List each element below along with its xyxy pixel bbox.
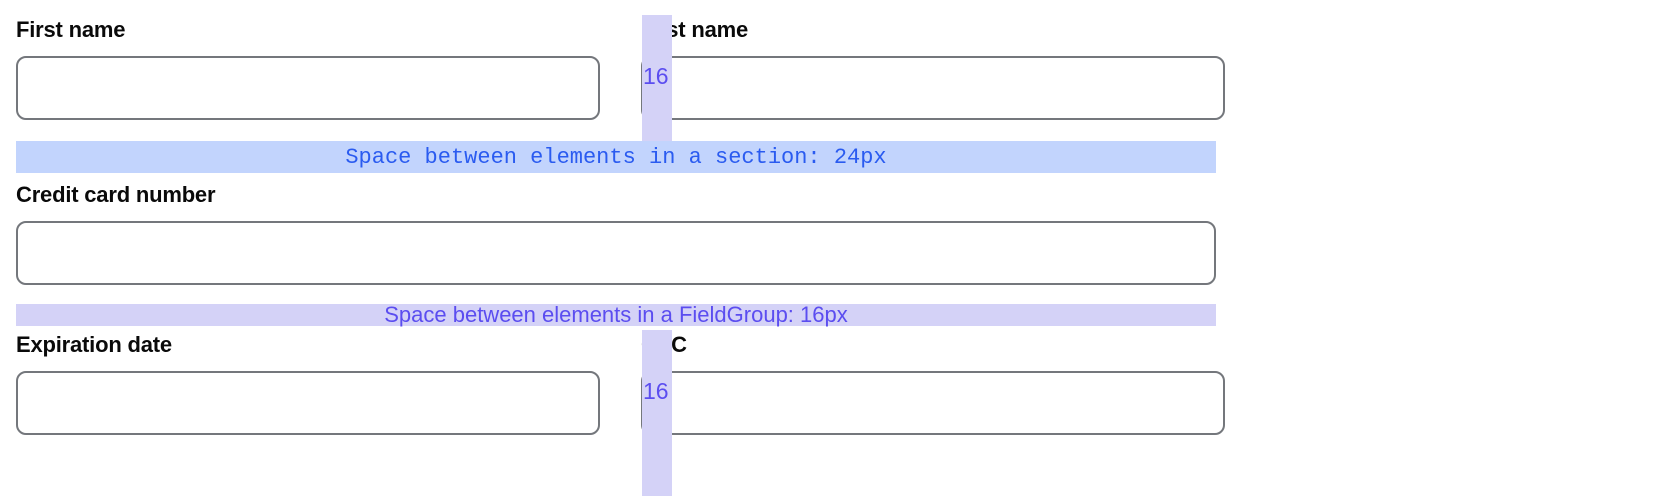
field-cvc: CVC — [638, 331, 1262, 435]
input-last-name[interactable] — [641, 56, 1225, 120]
field-label-cvc: CVC — [641, 331, 1262, 359]
input-cvc[interactable] — [641, 371, 1225, 435]
gap-column-expiry-cvc-row: 16 — [642, 330, 672, 496]
gap-column-expiry-cvc-row-value: 16 — [643, 378, 669, 404]
name-row: First name Last name — [0, 16, 1296, 120]
annotation-band-section-gap-text: Space between elements in a section: 24p… — [345, 144, 887, 170]
annotation-band-fieldgroup-gap-text: Space between elements in a FieldGroup: … — [384, 302, 848, 327]
credit-card-row: Credit card number — [0, 181, 1296, 285]
expiry-cvc-row: Expiration date CVC — [0, 331, 1296, 435]
input-expiration-date[interactable] — [16, 371, 600, 435]
gap-column-name-row-value: 16 — [643, 63, 669, 89]
field-label-last-name: Last name — [641, 17, 749, 42]
field-expiration-date: Expiration date — [0, 331, 638, 435]
field-label-first-name: First name — [16, 17, 126, 42]
input-credit-card-number[interactable] — [16, 221, 1216, 285]
input-first-name[interactable] — [16, 56, 600, 120]
annotation-band-fieldgroup-gap: Space between elements in a FieldGroup: … — [16, 302, 1216, 327]
field-label-credit-card-number: Credit card number — [16, 182, 216, 207]
field-last-name: Last name — [638, 16, 1262, 120]
field-credit-card-number: Credit card number — [0, 181, 1296, 285]
annotation-band-section-gap: Space between elements in a section: 24p… — [16, 141, 1216, 173]
field-label-expiration-date: Expiration date — [16, 332, 172, 357]
gap-column-name-row: 16 — [642, 15, 672, 141]
field-first-name: First name — [0, 16, 638, 120]
form-area: First name Last name 16 Space between el… — [0, 15, 1296, 496]
